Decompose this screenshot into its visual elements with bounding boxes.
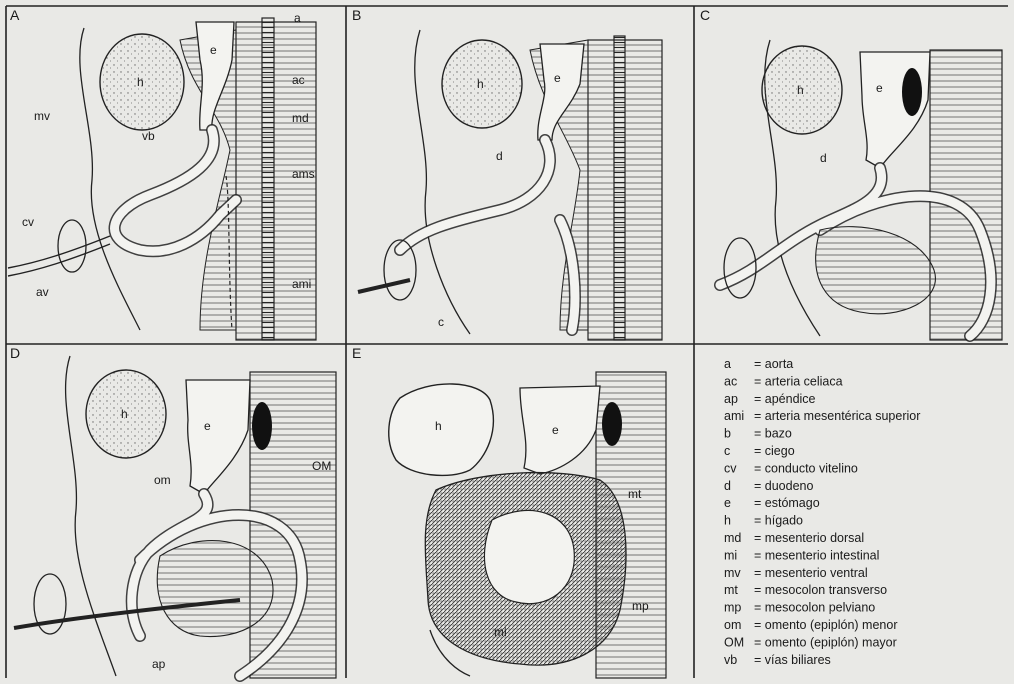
label-mv-a: mv: [34, 109, 50, 123]
label-h-b: h: [477, 77, 484, 91]
legend-abbr: a: [724, 357, 731, 371]
legend-abbr: mt: [724, 583, 738, 597]
legend-definition: = apéndice: [754, 392, 816, 406]
legend-definition: = mesenterio dorsal: [754, 531, 864, 545]
legend-abbr: e: [724, 496, 731, 510]
label-c-b: c: [438, 315, 444, 329]
legend-definition: = mesocolon transverso: [754, 583, 887, 597]
legend-abbr: mp: [724, 601, 741, 615]
legend-abbr: h: [724, 514, 731, 528]
label-om-d: om: [154, 473, 171, 487]
label-e-a: e: [210, 43, 217, 57]
label-h-a: h: [137, 75, 144, 89]
legend-definition: = estómago: [754, 496, 820, 510]
panel-b-letter: B: [352, 7, 361, 23]
spleen-d: [252, 402, 272, 450]
label-vb-a: vb: [142, 129, 155, 143]
legend-definition: = bazo: [754, 427, 792, 441]
spleen-c: [902, 68, 922, 116]
legend-definition: = arteria mesentérica superior: [754, 409, 920, 423]
intestine-e: [484, 510, 574, 603]
legend-abbr: ap: [724, 392, 738, 406]
legend-definition: = hígado: [754, 514, 803, 528]
label-mt-e: mt: [628, 487, 642, 501]
label-ami-a: ami: [292, 277, 311, 291]
legend-definition: = aorta: [754, 357, 793, 371]
legend-abbr: OM: [724, 635, 744, 649]
legend-abbr: mi: [724, 548, 737, 562]
spleen-e: [602, 402, 622, 446]
label-e-d: e: [204, 419, 211, 433]
legend-abbr: mv: [724, 566, 741, 580]
legend-definition: = mesenterio intestinal: [754, 548, 879, 562]
label-d-c: d: [820, 151, 827, 165]
legend-abbr: md: [724, 531, 741, 545]
legend-abbr: vb: [724, 653, 737, 667]
dorsal-wall-a: [236, 22, 316, 340]
label-ac-a: ac: [292, 73, 305, 87]
legend-abbr: d: [724, 479, 731, 493]
legend-abbr: ami: [724, 409, 744, 423]
legend-abbr: om: [724, 618, 741, 632]
legend-definition: = arteria celiaca: [754, 374, 843, 388]
panel-d-letter: D: [10, 345, 20, 361]
panel-a-letter: A: [10, 7, 20, 23]
label-d-b: d: [496, 149, 503, 163]
label-mi-e: mi: [494, 625, 507, 639]
label-md-a: md: [292, 111, 309, 125]
legend-definition: = conducto vitelino: [754, 461, 858, 475]
label-e-c: e: [876, 81, 883, 95]
label-ap-d: ap: [152, 657, 166, 671]
label-a-a: a: [294, 11, 301, 25]
label-e-e: e: [552, 423, 559, 437]
intestinal-mass-d: [157, 541, 273, 637]
label-cv-a: cv: [22, 215, 34, 229]
label-av-a: av: [36, 285, 49, 299]
panel-c-letter: C: [700, 7, 710, 23]
label-mp-e: mp: [632, 599, 649, 613]
legend-abbr: c: [724, 444, 730, 458]
legend-definition: = omento (epiplón) menor: [754, 618, 897, 632]
legend-definition: = vías biliares: [754, 653, 831, 667]
legend-abbr: b: [724, 427, 731, 441]
panel-e-letter: E: [352, 345, 361, 361]
label-h-c: h: [797, 83, 804, 97]
legend-definition: = ciego: [754, 444, 795, 458]
label-OM-d: OM: [312, 459, 331, 473]
legend-definition: = omento (epiplón) mayor: [754, 635, 897, 649]
aorta-b: [614, 36, 625, 340]
label-h-e: h: [435, 419, 442, 433]
aorta-a: [262, 18, 274, 340]
label-ams-a: ams: [292, 167, 315, 181]
legend-definition: = mesocolon pelviano: [754, 601, 875, 615]
label-h-d: h: [121, 407, 128, 421]
legend-definition: = duodeno: [754, 479, 813, 493]
legend-definition: = mesenterio ventral: [754, 566, 868, 580]
legend-abbr: ac: [724, 374, 737, 388]
legend-abbr: cv: [724, 461, 737, 475]
label-e-b: e: [554, 71, 561, 85]
